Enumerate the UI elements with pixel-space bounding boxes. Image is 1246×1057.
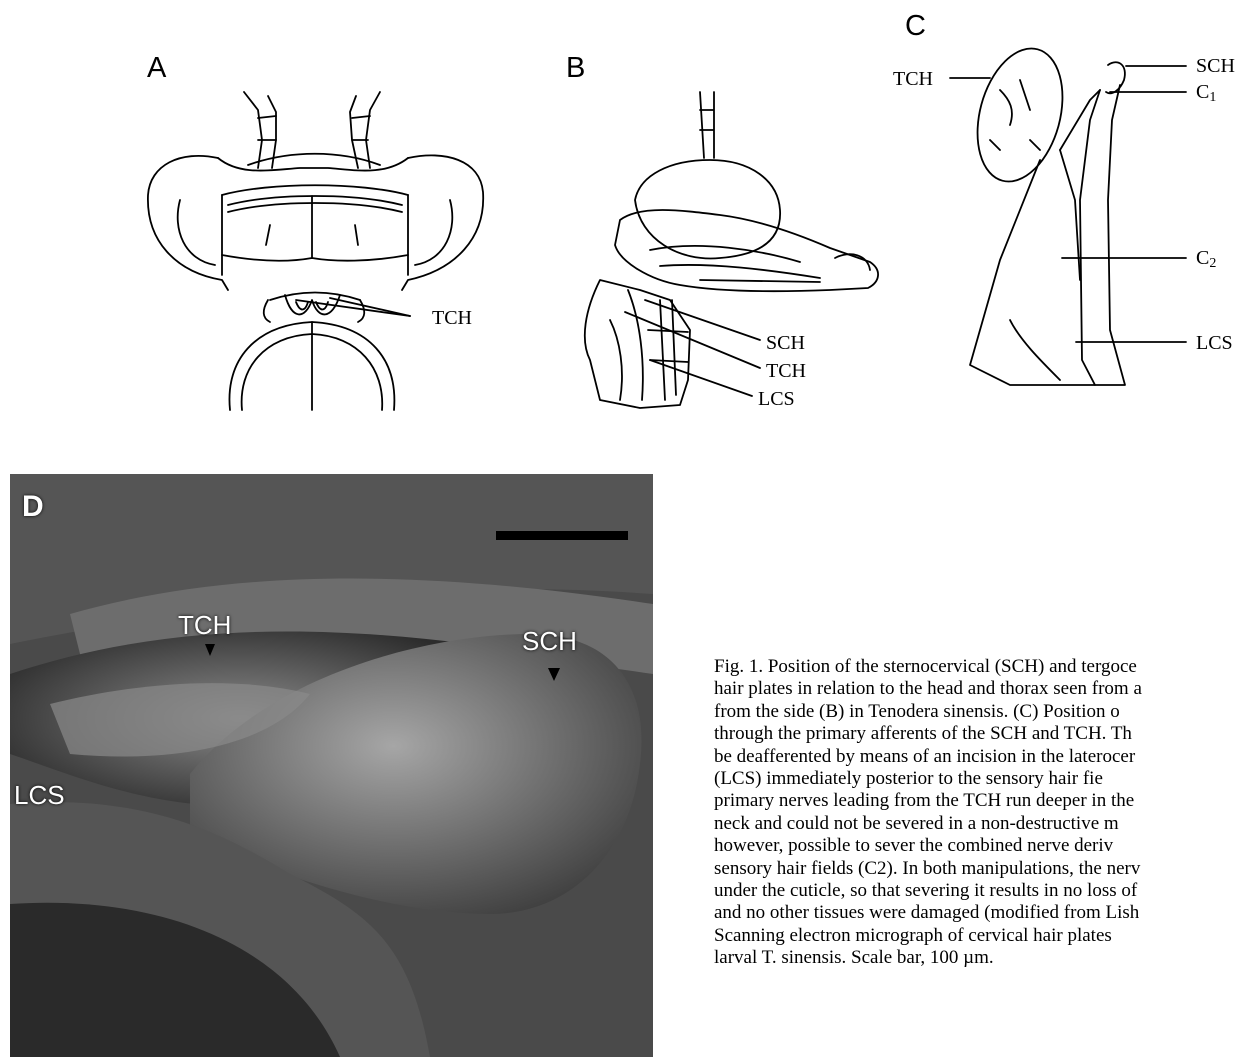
panel-d-sem-micrograph: D TCH SCH LCS: [10, 474, 653, 1057]
caption-line: through the primary afferents of the SCH…: [714, 723, 1246, 745]
caption-line: neck and could not be severed in a non-d…: [714, 813, 1246, 835]
caption-line: however, possible to sever the combined …: [714, 835, 1246, 857]
panel-c-tch-label: TCH: [893, 69, 933, 89]
c1-letter: C: [1196, 81, 1209, 103]
caption-line: Scanning electron micrograph of cervical…: [714, 925, 1246, 947]
caption-line: primary nerves leading from the TCH run …: [714, 790, 1246, 812]
panel-c-lcs-label: LCS: [1196, 333, 1233, 353]
c1-subscript: 1: [1209, 90, 1216, 105]
caption-line: sensory hair fields (C2). In both manipu…: [714, 858, 1246, 880]
c2-letter: C: [1196, 247, 1209, 269]
c2-subscript: 2: [1209, 256, 1216, 271]
caption-line: be deafferented by means of an incision …: [714, 746, 1246, 768]
panel-c-c1-label: C1: [1196, 82, 1216, 105]
figure-caption: Fig. 1. Position of the sternocervical (…: [714, 656, 1246, 1057]
panel-c-sch-label: SCH: [1196, 56, 1235, 76]
caption-line: Fig. 1. Position of the sternocervical (…: [714, 656, 1246, 678]
caption-line: hair plates in relation to the head and …: [714, 678, 1246, 700]
caption-line: and no other tissues were damaged (modif…: [714, 902, 1246, 924]
caption-line: larval T. sinensis. Scale bar, 100 µm.: [714, 947, 1246, 969]
caption-line: from the side (B) in Tenodera sinensis. …: [714, 701, 1246, 723]
caption-line: under the cuticle, so that severing it r…: [714, 880, 1246, 902]
sem-arrows: [10, 474, 653, 1057]
panel-c-c2-label: C2: [1196, 248, 1216, 271]
caption-line: (LCS) immediately posterior to the senso…: [714, 768, 1246, 790]
panel-c-nerve-drawing: [0, 0, 1246, 460]
